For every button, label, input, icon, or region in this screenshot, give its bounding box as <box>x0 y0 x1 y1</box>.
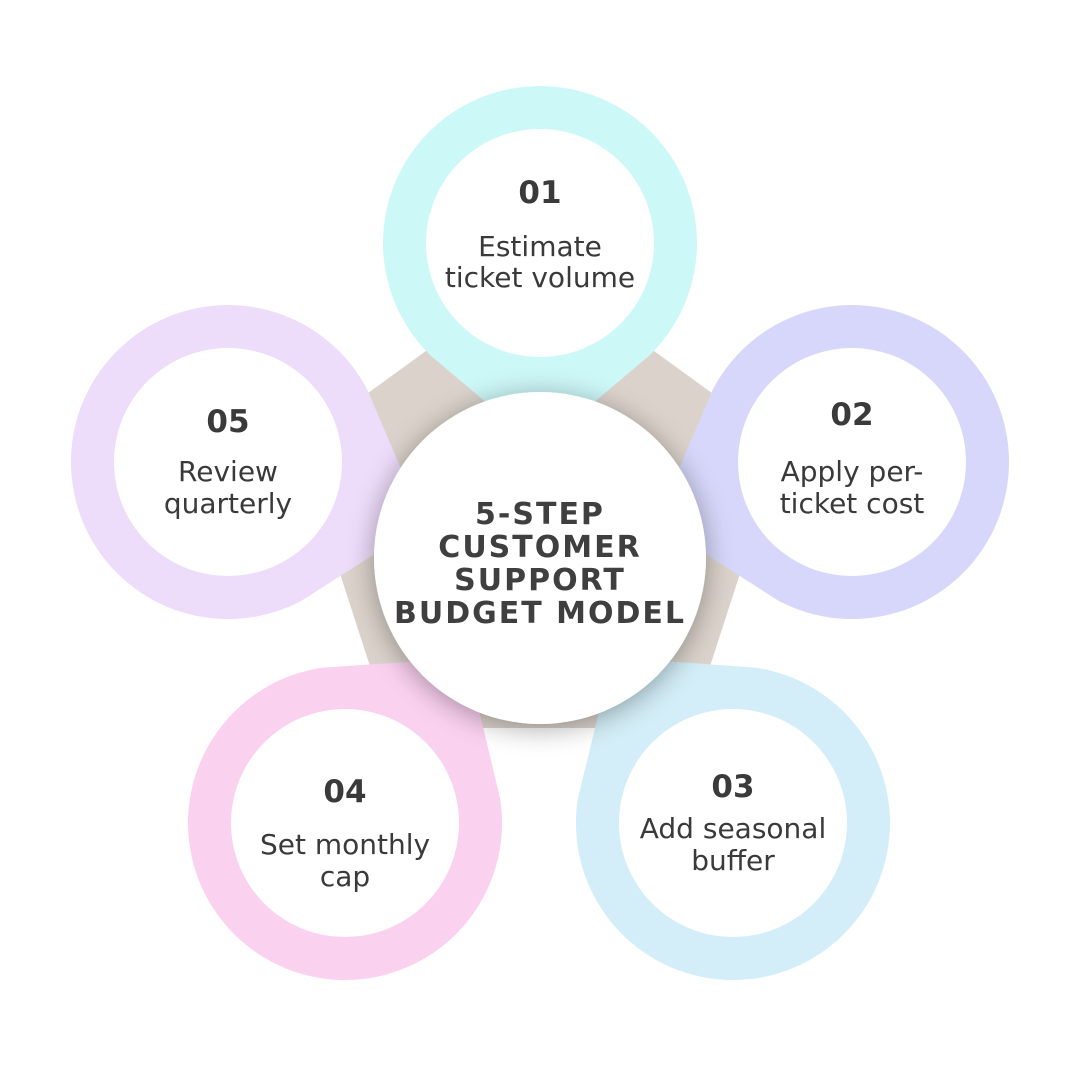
step-number: 02 <box>830 397 873 433</box>
step-label-line: buffer <box>691 844 775 877</box>
step-label-line: ticket volume <box>445 261 635 294</box>
step-inner-circle <box>738 348 966 576</box>
step-label-line: quarterly <box>164 487 292 520</box>
step-inner-circle <box>114 348 342 576</box>
center-circle <box>374 392 706 724</box>
step-inner-circle <box>231 709 459 937</box>
step-number: 05 <box>206 404 249 440</box>
step-label-line: ticket cost <box>780 487 925 520</box>
center-title-line-3: SUPPORT <box>454 563 626 598</box>
step-label-line: Add seasonal <box>640 812 826 845</box>
center-title-line-2: CUSTOMER <box>438 530 641 565</box>
center-hub: 5-STEP CUSTOMER SUPPORT BUDGET MODEL <box>374 392 706 724</box>
step-label-line: cap <box>320 860 370 893</box>
step-inner-circle <box>619 709 847 937</box>
step-label-line: Review <box>178 455 278 488</box>
step-number: 03 <box>711 769 754 805</box>
step-label-line: Apply per- <box>781 455 924 488</box>
step-inner-circle <box>426 129 654 357</box>
center-title-line-1: 5-STEP <box>475 497 605 532</box>
center-title-line-4: BUDGET MODEL <box>394 596 686 631</box>
step-number: 04 <box>323 774 366 810</box>
step-label-line: Set monthly <box>260 828 430 861</box>
step-number: 01 <box>518 175 561 211</box>
step-label-line: Estimate <box>478 230 602 263</box>
